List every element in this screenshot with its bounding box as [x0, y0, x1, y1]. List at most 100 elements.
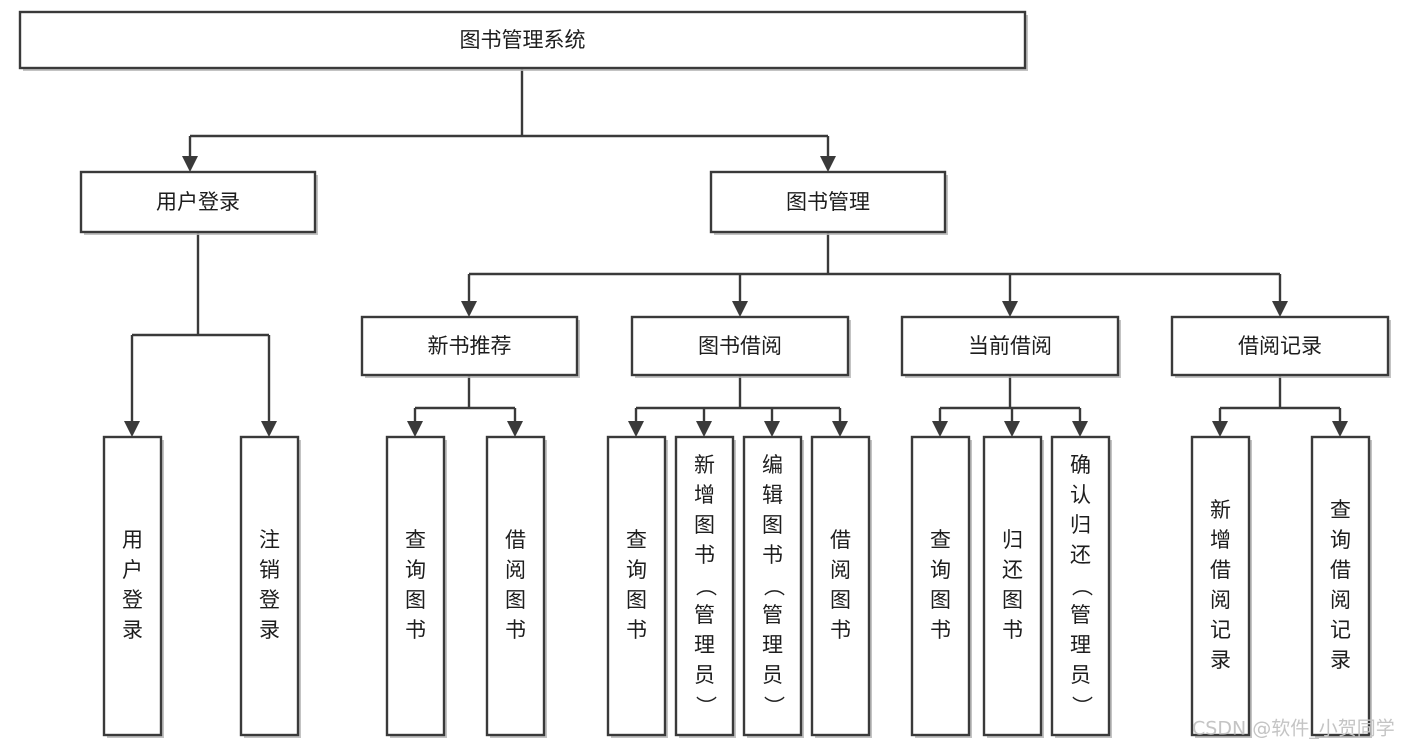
arrow-head-icon	[764, 421, 780, 437]
node-box[interactable]	[910, 435, 971, 737]
node-label-char: 图	[1002, 588, 1023, 612]
node-box[interactable]	[1050, 435, 1111, 737]
node-root[interactable]: 图书管理系统	[18, 10, 1028, 71]
node-bookmgmt[interactable]: 图书管理	[709, 170, 948, 235]
node-label-char: 用	[122, 528, 143, 552]
node-label-char: 管	[1070, 603, 1091, 627]
arrow-head-icon	[124, 421, 140, 437]
node-label: 当前借阅	[968, 334, 1052, 358]
node-label-char: 借	[1210, 558, 1231, 582]
node-label: 图书借阅	[698, 334, 782, 358]
node-label-char: 归	[1002, 528, 1023, 552]
node-box[interactable]	[1170, 315, 1390, 377]
arrow-head-icon	[1212, 421, 1228, 437]
node-label-char: 书	[762, 543, 783, 567]
node-label: 借阅记录	[1238, 334, 1322, 358]
connector-login	[124, 232, 277, 437]
arrow-head-icon	[732, 301, 748, 317]
node-box[interactable]	[360, 315, 579, 377]
node-label-char: 书	[405, 618, 426, 642]
node-box[interactable]	[982, 435, 1043, 737]
node-label-char: 辑	[762, 483, 783, 507]
node-label-char: 图	[694, 513, 715, 537]
node-label-char: 图	[405, 588, 426, 612]
node-label-char: 询	[626, 558, 647, 582]
node-label-char: 图	[930, 588, 951, 612]
arrow-head-icon	[628, 421, 644, 437]
node-newbook[interactable]: 新书推荐	[360, 315, 580, 378]
node-label-char: 登	[259, 588, 280, 612]
node-box[interactable]	[18, 10, 1027, 70]
node-label-char: 询	[405, 558, 426, 582]
node-label-char: 询	[930, 558, 951, 582]
arrow-head-icon	[182, 156, 198, 172]
node-box[interactable]	[674, 435, 735, 737]
node-box[interactable]	[606, 435, 667, 737]
watermark-label: CSDN @软件_小贺同学	[1192, 718, 1395, 740]
node-label: 图书管理	[786, 190, 870, 214]
node-box[interactable]	[1190, 435, 1251, 737]
node-label-char: 查	[930, 528, 951, 552]
node-label-char: 增	[1210, 528, 1231, 552]
arrow-head-icon	[407, 421, 423, 437]
node-box[interactable]	[239, 435, 300, 737]
node-box[interactable]	[742, 435, 803, 737]
node-label-char: 录	[259, 618, 280, 642]
node-label-char: 图	[626, 588, 647, 612]
node-box[interactable]	[709, 170, 947, 234]
node-label-char: 查	[626, 528, 647, 552]
node-box[interactable]	[810, 435, 871, 737]
node-label-char: 阅	[505, 558, 526, 582]
connector-layer	[124, 68, 1348, 437]
arrow-head-icon	[1332, 421, 1348, 437]
node-label-char: 管	[762, 603, 783, 627]
node-label-char: 登	[122, 588, 143, 612]
node-label: 新书推荐	[428, 334, 512, 358]
node-label-char: 录	[122, 618, 143, 642]
node-box[interactable]	[630, 315, 850, 377]
node-leaf-user-login[interactable]: 用户登录	[102, 435, 164, 738]
arrow-head-icon	[820, 156, 836, 172]
node-box[interactable]	[485, 435, 546, 737]
arrow-head-icon	[696, 421, 712, 437]
node-borrow[interactable]: 图书借阅	[630, 315, 851, 378]
arrow-head-icon	[1004, 421, 1020, 437]
connector-borrow	[628, 375, 848, 437]
node-label-char: 图	[830, 588, 851, 612]
node-box[interactable]	[102, 435, 163, 737]
node-label-char: 认	[1070, 483, 1091, 507]
node-records[interactable]: 借阅记录	[1170, 315, 1391, 378]
node-box[interactable]	[1310, 435, 1371, 737]
node-label-char: 注	[259, 528, 280, 552]
connector-current	[932, 375, 1088, 437]
node-login[interactable]: 用户登录	[79, 170, 318, 235]
node-box[interactable]	[385, 435, 446, 737]
connector-bookmgmt	[461, 232, 1288, 317]
node-label-char: 员	[762, 663, 783, 687]
node-label-char: 借	[1330, 558, 1351, 582]
node-label-char: 录	[1330, 648, 1351, 672]
node-label-char: 录	[1210, 648, 1231, 672]
node-current[interactable]: 当前借阅	[900, 315, 1121, 378]
node-label-char: 查	[1330, 498, 1351, 522]
node-box[interactable]	[900, 315, 1120, 377]
node-box[interactable]	[79, 170, 317, 234]
node-label-char: ）	[694, 696, 718, 717]
node-label-char: ）	[1070, 696, 1094, 717]
node-label-char: （	[694, 576, 718, 597]
node-label-char: 图	[762, 513, 783, 537]
